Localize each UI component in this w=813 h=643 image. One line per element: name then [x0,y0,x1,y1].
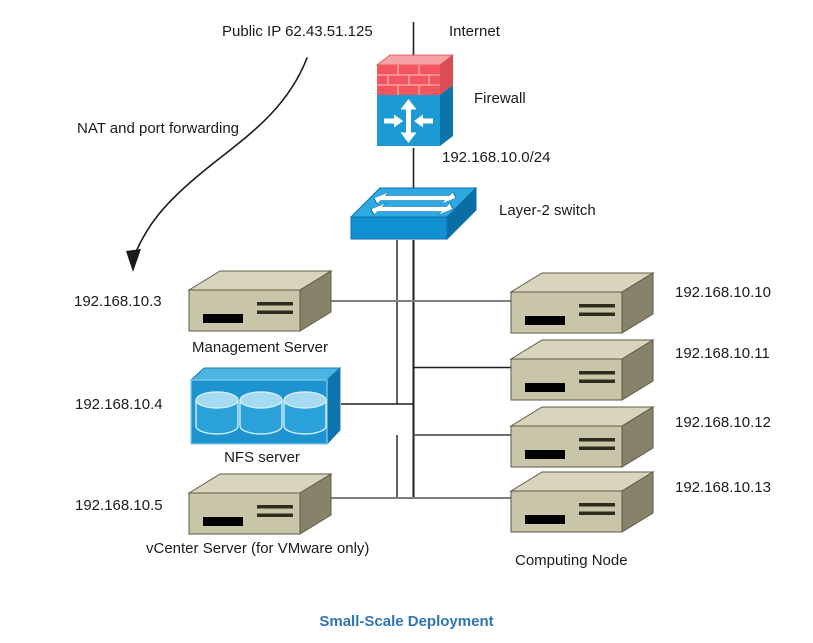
computing-node-4-ip: 192.168.10.13 [675,479,771,496]
firewall-icon [376,54,454,146]
nfs-server-label: NFS server [224,449,300,466]
switch-arrows [370,191,457,216]
computing-node-2-ip: 192.168.10.11 [675,345,770,362]
nat-arrowhead [126,249,141,272]
switch-label: Layer-2 switch [499,202,596,219]
public-ip-label: Public IP 62.43.51.125 [222,23,373,40]
nfs-server-icon [189,366,342,446]
computing-node-2-icon [509,339,655,401]
vcenter-server-label: vCenter Server (for VMware only) [146,540,370,557]
management-server-icon [187,270,333,332]
firewall-cross-arrows [384,99,433,143]
computing-node-group-label: Computing Node [515,552,628,569]
firewall-label: Firewall [474,90,526,107]
nat-arrow-curve [134,57,308,255]
internet-label: Internet [449,23,500,40]
computing-node-3-ip: 192.168.10.12 [675,414,771,431]
management-server-ip: 192.168.10.3 [74,293,162,310]
vcenter-server-icon [187,473,333,535]
switch-icon [350,186,477,241]
computing-node-4-icon [509,471,655,533]
computing-node-1-icon [509,272,655,334]
subnet-label: 192.168.10.0/24 [442,149,551,166]
computing-node-3-icon [509,406,655,468]
computing-node-1-ip: 192.168.10.10 [675,284,771,301]
vcenter-server-ip: 192.168.10.5 [75,497,163,514]
disk-cylinders [195,391,327,435]
nat-note-label: NAT and port forwarding [77,120,240,137]
diagram-title: Small-Scale Deployment [319,613,494,630]
management-server-label: Management Server [192,339,328,356]
nfs-server-ip: 192.168.10.4 [75,396,163,413]
